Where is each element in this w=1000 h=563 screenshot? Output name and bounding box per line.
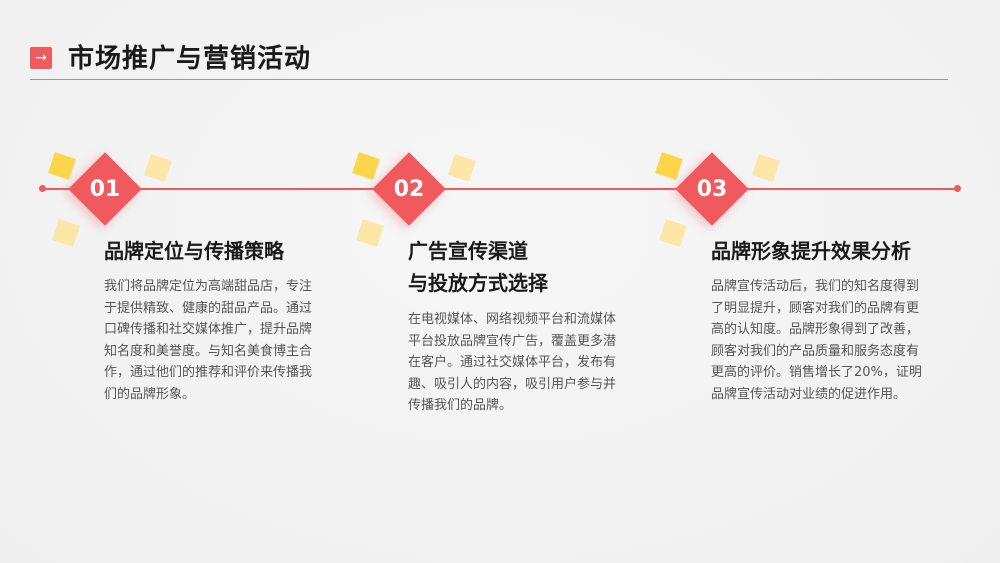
step-heading: 品牌形象提升效果分析: [711, 235, 911, 267]
step-body: 品牌宣传活动后，我们的知名度得到 了明显提升，顾客对我们的品牌有更 高的认知度。…: [711, 276, 973, 405]
timeline-start-dot: [39, 185, 46, 192]
timeline-line: [42, 188, 958, 190]
body-line: 作，通过他们的推荐和评价来传播我: [104, 365, 313, 380]
step-body: 在电视媒体、网络视频平台和流媒体 平台投放品牌宣传广告，覆盖更多潜 在客户。通过…: [408, 309, 670, 417]
body-line: 在电视媒体、网络视频平台和流媒体: [408, 312, 617, 327]
decor-square-pale: [659, 219, 687, 247]
body-line: 口碑传播和社交媒体推广，提升品牌: [104, 322, 313, 337]
step-number: 02: [393, 177, 425, 202]
arrow-right-icon: →: [30, 47, 52, 69]
page-title: 市场推广与营销活动: [68, 44, 312, 74]
body-line: 顾客对我们的产品质量和服务态度有: [711, 343, 920, 359]
body-line: 平台投放品牌宣传广告，覆盖更多潜: [408, 333, 617, 349]
timeline-end-dot: [954, 185, 961, 192]
heading-line: 与投放方式选择: [408, 271, 548, 295]
decor-square-pale: [752, 154, 780, 182]
body-line: 知名度和美誉度。与知名美食博主合: [104, 343, 313, 359]
heading-line: 品牌定位与传播策略: [104, 239, 284, 263]
body-line: 品牌宣传活动对业绩的促进作用。: [711, 386, 907, 402]
body-line: 们的品牌形象。: [104, 386, 196, 402]
body-line: 更高的评价。销售增长了20%，证明: [711, 365, 922, 380]
decor-square-pale: [356, 219, 384, 247]
body-line: 品牌宣传活动后，我们的知名度得到: [711, 279, 920, 294]
body-line: 高的认知度。品牌形象得到了改善，: [711, 322, 920, 337]
step-number: 01: [89, 177, 121, 202]
decor-square-pale: [52, 219, 80, 247]
body-line: 我们将品牌定位为高端甜品店，专注: [104, 279, 313, 294]
heading-line: 品牌形象提升效果分析: [711, 239, 911, 263]
decor-square-pale: [448, 154, 476, 182]
body-line: 传播我们的品牌。: [408, 398, 513, 413]
body-line: 趣、吸引人的内容，吸引用户参与并: [408, 376, 617, 392]
decor-square-pale: [144, 154, 172, 182]
body-line: 了明显提升，顾客对我们的品牌有更: [711, 300, 920, 316]
step-body: 我们将品牌定位为高端甜品店，专注 于提供精致、健康的甜品产品。通过 口碑传播和社…: [104, 276, 366, 405]
step-number: 03: [696, 177, 728, 202]
title-divider: [30, 79, 948, 80]
heading-line: 广告宣传渠道: [408, 239, 528, 263]
step-heading: 品牌定位与传播策略: [104, 235, 284, 267]
body-line: 于提供精致、健康的甜品产品。通过: [104, 300, 313, 316]
body-line: 在客户。通过社交媒体平台，发布有: [408, 355, 617, 370]
step-heading: 广告宣传渠道 与投放方式选择: [408, 235, 548, 299]
